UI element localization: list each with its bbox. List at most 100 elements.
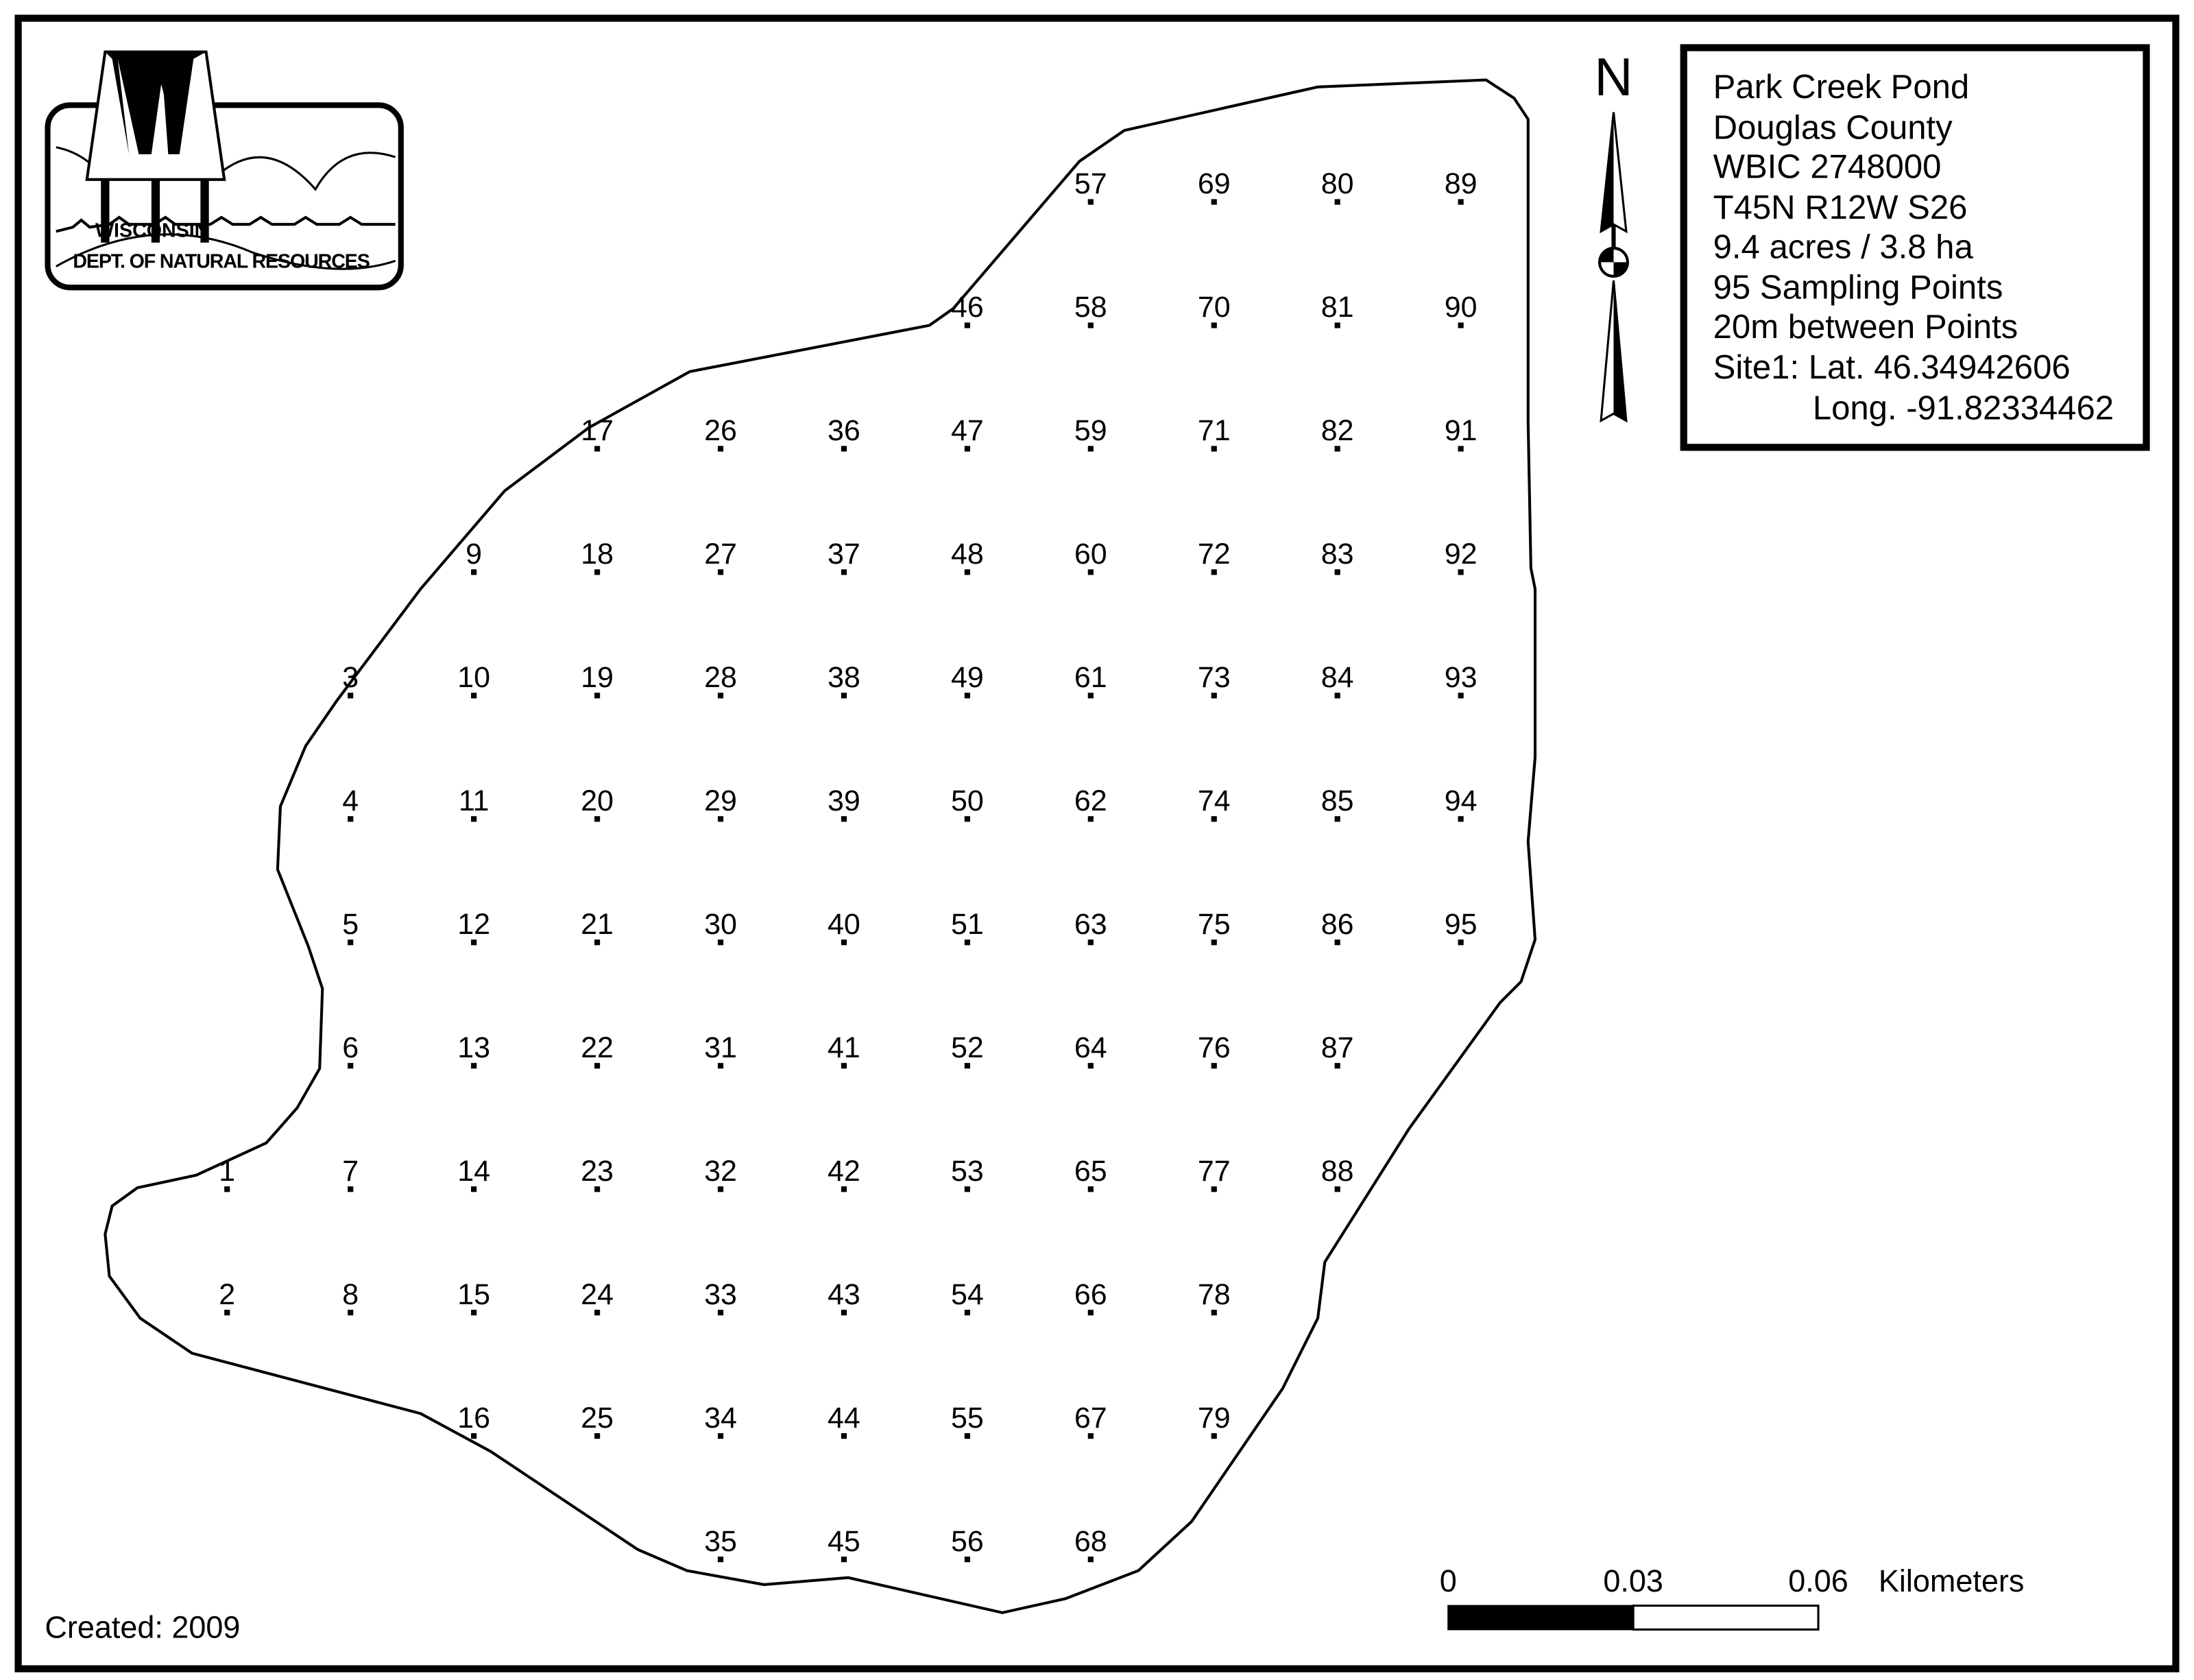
- sampling-point-label: 12: [457, 908, 490, 941]
- sampling-point-label: 52: [951, 1031, 984, 1064]
- sampling-point-marker: [594, 939, 601, 946]
- sampling-point-label: 4: [342, 784, 359, 817]
- sampling-point-marker: [1458, 816, 1464, 822]
- sampling-point-marker: [841, 1186, 847, 1192]
- sampling-point-marker: [471, 1186, 477, 1192]
- sampling-point-label: 86: [1321, 908, 1354, 941]
- sampling-point-marker: [1087, 1433, 1094, 1439]
- sampling-point-label: 82: [1321, 414, 1354, 447]
- sampling-point-marker: [717, 1186, 724, 1192]
- sampling-point-marker: [1087, 1310, 1094, 1316]
- sampling-point-marker: [1458, 446, 1464, 452]
- sampling-point-label: 33: [704, 1278, 737, 1311]
- sampling-point-label: 83: [1321, 538, 1354, 571]
- sampling-point-marker: [1087, 322, 1094, 328]
- info-spacing: 20m between Points: [1713, 309, 2018, 346]
- sampling-point-marker: [717, 1557, 724, 1563]
- sampling-point-label: 30: [704, 908, 737, 941]
- north-arrow: N: [1594, 48, 1633, 423]
- sampling-point-label: 24: [581, 1278, 614, 1311]
- sampling-point-marker: [224, 1186, 230, 1192]
- sampling-point-label: 36: [828, 414, 860, 447]
- sampling-point-marker: [964, 816, 970, 822]
- sampling-point-marker: [1211, 199, 1217, 205]
- sampling-point-label: 90: [1445, 291, 1478, 324]
- sampling-point-marker: [717, 939, 724, 946]
- sampling-point-marker: [1211, 446, 1217, 452]
- sampling-point-marker: [1334, 322, 1340, 328]
- sampling-point-label: 19: [581, 661, 614, 694]
- sampling-point-marker: [1334, 199, 1340, 205]
- sampling-point-marker: [348, 1063, 354, 1069]
- sampling-point-label: 28: [704, 661, 737, 694]
- sampling-point-marker: [594, 446, 601, 452]
- sampling-point-label: 84: [1321, 661, 1354, 694]
- sampling-point-label: 55: [951, 1402, 984, 1435]
- sampling-point-marker: [1334, 816, 1340, 822]
- sampling-point-marker: [471, 1433, 477, 1439]
- sampling-point-marker: [471, 569, 477, 575]
- sampling-point-marker: [1211, 1310, 1217, 1316]
- sampling-point-marker: [224, 1310, 230, 1316]
- sampling-point-label: 79: [1198, 1402, 1231, 1435]
- sampling-point-marker: [471, 939, 477, 946]
- sampling-point-marker: [841, 816, 847, 822]
- sampling-point-label: 45: [828, 1525, 860, 1558]
- sampling-point-label: 60: [1074, 538, 1107, 571]
- sampling-point-label: 87: [1321, 1031, 1354, 1064]
- info-wbic: WBIC 2748000: [1713, 149, 1942, 186]
- sampling-point-label: 29: [704, 784, 737, 817]
- sampling-point-label: 6: [342, 1031, 359, 1064]
- sampling-point-marker: [964, 1063, 970, 1069]
- sampling-point-marker: [1458, 693, 1464, 699]
- sampling-point-label: 94: [1445, 784, 1478, 817]
- sampling-point-marker: [717, 1310, 724, 1316]
- sampling-point-marker: [1458, 322, 1464, 328]
- sampling-point-label: 39: [828, 784, 860, 817]
- sampling-point-label: 18: [581, 538, 614, 571]
- sampling-point-label: 17: [581, 414, 614, 447]
- sampling-point-label: 81: [1321, 291, 1354, 324]
- sampling-point-marker: [964, 1186, 970, 1192]
- sampling-point-marker: [1211, 939, 1217, 946]
- sampling-point-label: 31: [704, 1031, 737, 1064]
- sampling-point-marker: [717, 816, 724, 822]
- sampling-point-marker: [348, 939, 354, 946]
- sampling-point-marker: [594, 816, 601, 822]
- sampling-point-marker: [1087, 1186, 1094, 1192]
- sampling-point-marker: [1087, 199, 1094, 205]
- info-title: Park Creek Pond: [1713, 69, 1970, 106]
- sampling-point-label: 8: [342, 1278, 359, 1311]
- sampling-point-label: 46: [951, 291, 984, 324]
- sampling-point-label: 47: [951, 414, 984, 447]
- sampling-point-marker: [717, 1063, 724, 1069]
- sampling-point-label: 66: [1074, 1278, 1107, 1311]
- sampling-point-marker: [841, 1310, 847, 1316]
- sampling-point-label: 59: [1074, 414, 1107, 447]
- sampling-point-label: 9: [466, 538, 482, 571]
- info-points: 95 Sampling Points: [1713, 269, 2003, 307]
- sampling-point-label: 49: [951, 661, 984, 694]
- sampling-point-marker: [964, 446, 970, 452]
- sampling-point-label: 22: [581, 1031, 614, 1064]
- sampling-point-marker: [964, 322, 970, 328]
- sampling-point-label: 5: [342, 908, 359, 941]
- sampling-point-label: 38: [828, 661, 860, 694]
- scale-tick-0: 0: [1440, 1563, 1457, 1598]
- sampling-point-marker: [964, 1557, 970, 1563]
- sampling-point-label: 77: [1198, 1155, 1231, 1188]
- sampling-point-label: 62: [1074, 784, 1107, 817]
- sampling-point-label: 67: [1074, 1402, 1107, 1435]
- sampling-point-marker: [964, 569, 970, 575]
- sampling-point-marker: [1087, 446, 1094, 452]
- sampling-point-marker: [1211, 322, 1217, 328]
- sampling-point-label: 7: [342, 1155, 359, 1188]
- sampling-point-label: 74: [1198, 784, 1231, 817]
- sampling-point-marker: [348, 1186, 354, 1192]
- sampling-point-label: 68: [1074, 1525, 1107, 1558]
- sampling-point-label: 70: [1198, 291, 1231, 324]
- sampling-point-marker: [348, 816, 354, 822]
- sampling-point-label: 89: [1445, 167, 1478, 200]
- sampling-point-label: 93: [1445, 661, 1478, 694]
